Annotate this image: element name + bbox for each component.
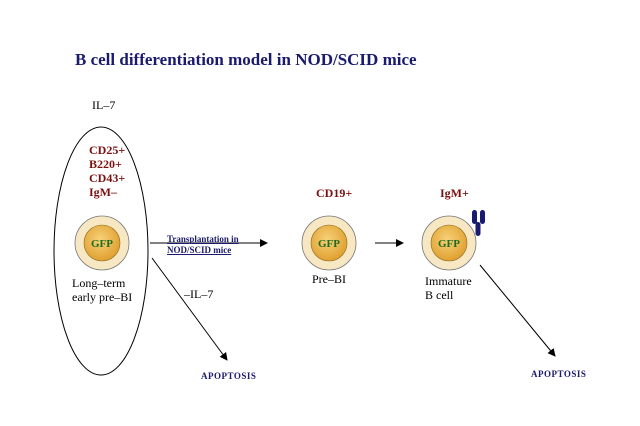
apoptosis-label: APOPTOSIS [201, 371, 257, 381]
marker-b220: B220+ [89, 157, 122, 171]
gfp-label: GFP [318, 238, 340, 250]
cell-long-term: GFP [74, 215, 130, 271]
cell-prebi: GFP [301, 215, 357, 271]
il7-label: IL–7 [92, 98, 116, 112]
immature-line2: B cell [425, 288, 454, 302]
transplantation-line1: Transplantation in [167, 234, 239, 244]
immature-label: Immature B cell [425, 274, 472, 302]
immature-line1: Immature [425, 274, 472, 288]
transplantation-line2: NOD/SCID mice [167, 245, 232, 255]
igm-receptor-icon [472, 210, 485, 236]
marker-igm-neg: IgM– [89, 185, 117, 199]
transplantation-label: Transplantation in NOD/SCID mice [167, 234, 239, 256]
marker-cd19: CD19+ [316, 186, 353, 200]
marker-cd25: CD25+ [89, 143, 126, 157]
diagram-title: B cell differentiation model in NOD/SCID… [75, 50, 417, 69]
apoptosis-label: APOPTOSIS [531, 369, 587, 379]
long-term-label: Long–term early pre–BI [72, 276, 132, 304]
arrow-apoptosis-1 [151, 257, 228, 361]
minus-il7-label: –IL–7 [184, 287, 214, 301]
prebi-label: Pre–BI [312, 272, 346, 286]
marker-cd43: CD43+ [89, 171, 126, 185]
gfp-label: GFP [91, 238, 113, 250]
long-term-culture-oval [53, 126, 149, 376]
arrow-apoptosis-2 [479, 264, 556, 357]
cell-immature: GFP [421, 215, 477, 271]
gfp-label: GFP [438, 238, 460, 250]
long-term-line2: early pre–BI [72, 290, 133, 304]
marker-igm-pos: IgM+ [440, 186, 469, 200]
long-term-line1: Long–term [72, 276, 126, 290]
